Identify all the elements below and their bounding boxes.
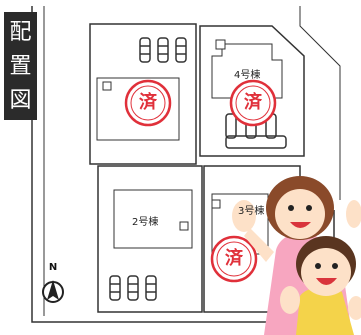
lot-4-label: 4号棟: [234, 70, 261, 81]
road-edge-right: [299, 6, 341, 200]
lot-3-entrance: [211, 199, 221, 209]
sold-stamp-lot-1: 済: [139, 92, 157, 113]
children-illustration: [232, 176, 361, 335]
north-label: N: [48, 262, 58, 273]
lot-4-entrance: [215, 39, 226, 50]
sold-stamp-lot-4-ring: [229, 79, 277, 127]
map-title: 配 置 図: [4, 12, 37, 120]
sold-stamp-lot-3: 済: [225, 248, 243, 269]
sold-stamp-lot-4: 済: [244, 92, 262, 113]
title-char: 配: [9, 20, 32, 45]
lot-1-parking: [139, 37, 187, 63]
lot-2-label: 2号棟: [132, 217, 159, 228]
lot-3-label: 3号棟: [238, 206, 265, 217]
sold-stamp-lot-4-inner: [235, 85, 271, 121]
sold-stamp-lot-1-ring: [124, 79, 172, 127]
sold-stamp-lot-3-ring: [210, 235, 258, 283]
sold-stamp-lot-3-inner: [216, 241, 252, 277]
title-char: 置: [9, 54, 32, 79]
lot-1-entrance: [102, 81, 112, 91]
sold-stamp-lot-1-inner: [130, 85, 166, 121]
north-arrow-icon: [42, 280, 64, 303]
title-char: 図: [9, 88, 32, 113]
lot-2-parking: [109, 275, 157, 301]
lot-2-entrance: [179, 221, 189, 231]
lot-2-building: [113, 189, 193, 249]
